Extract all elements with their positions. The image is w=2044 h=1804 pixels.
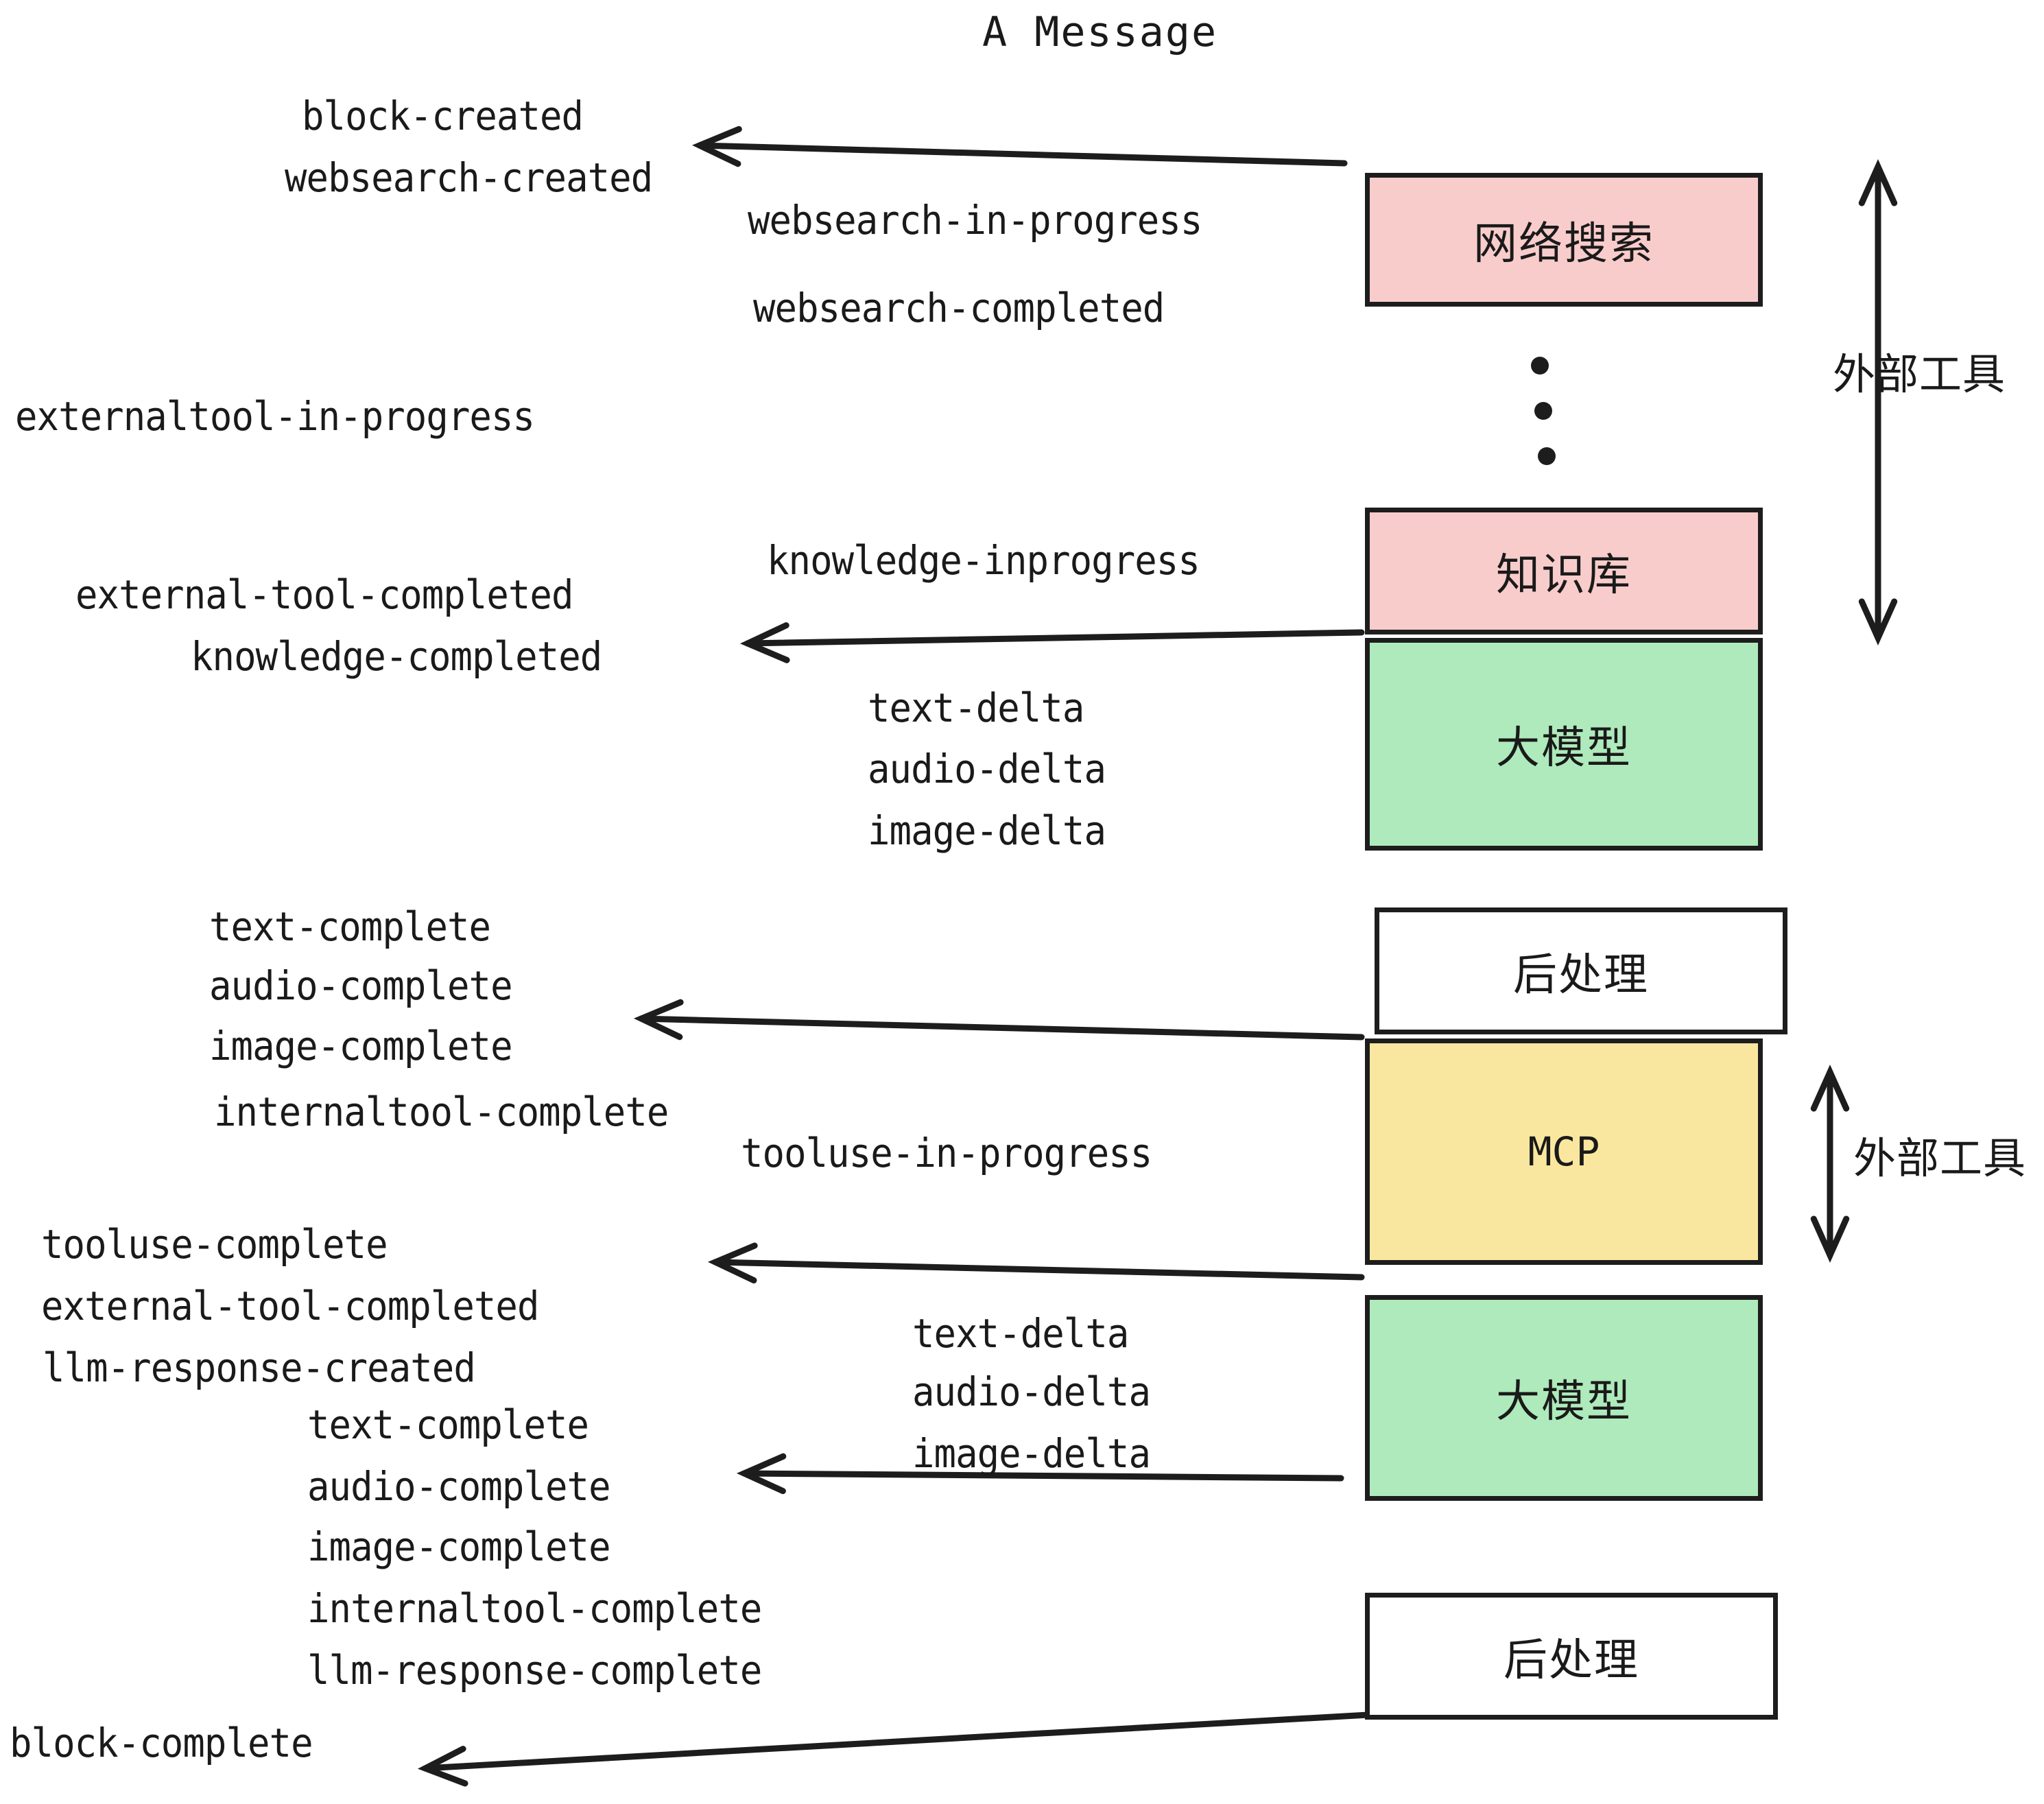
- event-label-block-complete: block-complete: [10, 1720, 313, 1766]
- side-label-external-tool-top: 外部工具: [1833, 349, 2006, 399]
- event-label-llm-response-created: llm-response-created: [43, 1344, 476, 1391]
- arrow-line-arrow-knowledge-to-completed: [744, 629, 1365, 647]
- event-label-external-tool-completed-1: external-tool-completed: [75, 571, 573, 618]
- arrow-line-arrow-llm-to-audiocomplete: [741, 1470, 1344, 1482]
- event-label-image-complete-1: image-complete: [209, 1023, 513, 1069]
- event-label-internaltool-complete-2: internaltool-complete: [307, 1585, 762, 1632]
- arrow-head-arrow-mcp-to-tooluse: [707, 1242, 758, 1284]
- arrow-head-arrow-llm-to-audiocomplete: [736, 1453, 787, 1495]
- event-label-websearch-in-progress: websearch-in-progress: [748, 197, 1202, 244]
- arrow-head-arrow-knowledge-to-completed: [739, 622, 790, 663]
- event-label-audio-delta-1: audio-delta: [868, 746, 1106, 792]
- event-label-tooluse-in-progress: tooluse-in-progress: [741, 1130, 1152, 1176]
- event-label-block-created: block-created: [302, 93, 584, 139]
- event-label-image-delta-1: image-delta: [868, 807, 1106, 854]
- event-label-websearch-completed: websearch-completed: [753, 285, 1165, 331]
- side-label-external-tool-bottom: 外部工具: [1853, 1133, 2027, 1183]
- arrow-head-arrow-websearch-to-blockcreated: [691, 126, 742, 167]
- arrow-line-arrow-post-to-blockcomplete: [422, 1711, 1372, 1772]
- event-label-text-delta-2: text-delta: [912, 1310, 1129, 1357]
- box-llm-bottom: 大模型: [1365, 1295, 1763, 1501]
- event-label-llm-response-complete: llm-response-complete: [307, 1647, 762, 1694]
- range-head-down-external-tool-range-top: [1858, 598, 1898, 646]
- event-label-text-complete-1: text-complete: [209, 903, 491, 950]
- arrow-head-arrow-post-to-blockcomplete: [417, 1746, 468, 1787]
- event-label-knowledge-completed: knowledge-completed: [191, 633, 602, 680]
- range-head-up-external-tool-range-bottom: [1810, 1064, 1850, 1112]
- event-label-tooluse-complete: tooluse-complete: [41, 1221, 388, 1268]
- box-label-knowledge: 知识库: [1496, 549, 1632, 601]
- event-label-audio-complete-2: audio-complete: [307, 1463, 611, 1510]
- event-label-internaltool-complete-1: internaltool-complete: [214, 1089, 669, 1135]
- arrow-head-arrow-llm-to-imagecomplete: [633, 999, 684, 1041]
- ellipsis-dot: [1531, 357, 1549, 375]
- box-label-llm-bottom: 大模型: [1496, 1377, 1632, 1427]
- box-mcp: MCP: [1365, 1039, 1763, 1265]
- event-label-audio-complete-1: audio-complete: [209, 962, 513, 1009]
- event-label-external-tool-completed-2: external-tool-completed: [41, 1283, 539, 1329]
- event-label-audio-delta-2: audio-delta: [912, 1368, 1151, 1415]
- box-label-postprocess-bottom: 后处理: [1504, 1635, 1639, 1686]
- box-label-mcp: MCP: [1528, 1128, 1600, 1175]
- event-label-text-delta-1: text-delta: [868, 685, 1084, 731]
- arrow-line-arrow-websearch-to-blockcreated: [696, 142, 1348, 167]
- event-label-externaltool-in-progress: externaltool-in-progress: [15, 393, 535, 440]
- page-title: A Message: [982, 8, 1218, 56]
- range-head-down-external-tool-range-bottom: [1810, 1215, 1850, 1263]
- arrow-line-arrow-llm-to-imagecomplete: [638, 1015, 1365, 1041]
- box-llm-top: 大模型: [1365, 638, 1763, 851]
- event-label-image-complete-2: image-complete: [307, 1523, 611, 1570]
- box-label-websearch: 网络搜索: [1473, 218, 1654, 270]
- event-label-image-delta-2: image-delta: [912, 1430, 1151, 1477]
- box-postprocess-top: 后处理: [1375, 907, 1787, 1034]
- box-label-llm-top: 大模型: [1496, 723, 1632, 774]
- event-label-websearch-created: websearch-created: [285, 154, 653, 201]
- ellipsis-dot: [1538, 447, 1556, 465]
- box-websearch: 网络搜索: [1365, 173, 1763, 307]
- arrow-line-arrow-mcp-to-tooluse: [712, 1259, 1365, 1281]
- range-head-up-external-tool-range-top: [1858, 158, 1898, 206]
- event-label-text-complete-2: text-complete: [307, 1401, 589, 1448]
- event-label-knowledge-inprogress: knowledge-inprogress: [767, 537, 1200, 584]
- box-knowledge: 知识库: [1365, 508, 1763, 634]
- box-postprocess-bottom: 后处理: [1365, 1593, 1778, 1720]
- box-label-postprocess-top: 后处理: [1513, 949, 1649, 1001]
- ellipsis-dot: [1534, 402, 1552, 420]
